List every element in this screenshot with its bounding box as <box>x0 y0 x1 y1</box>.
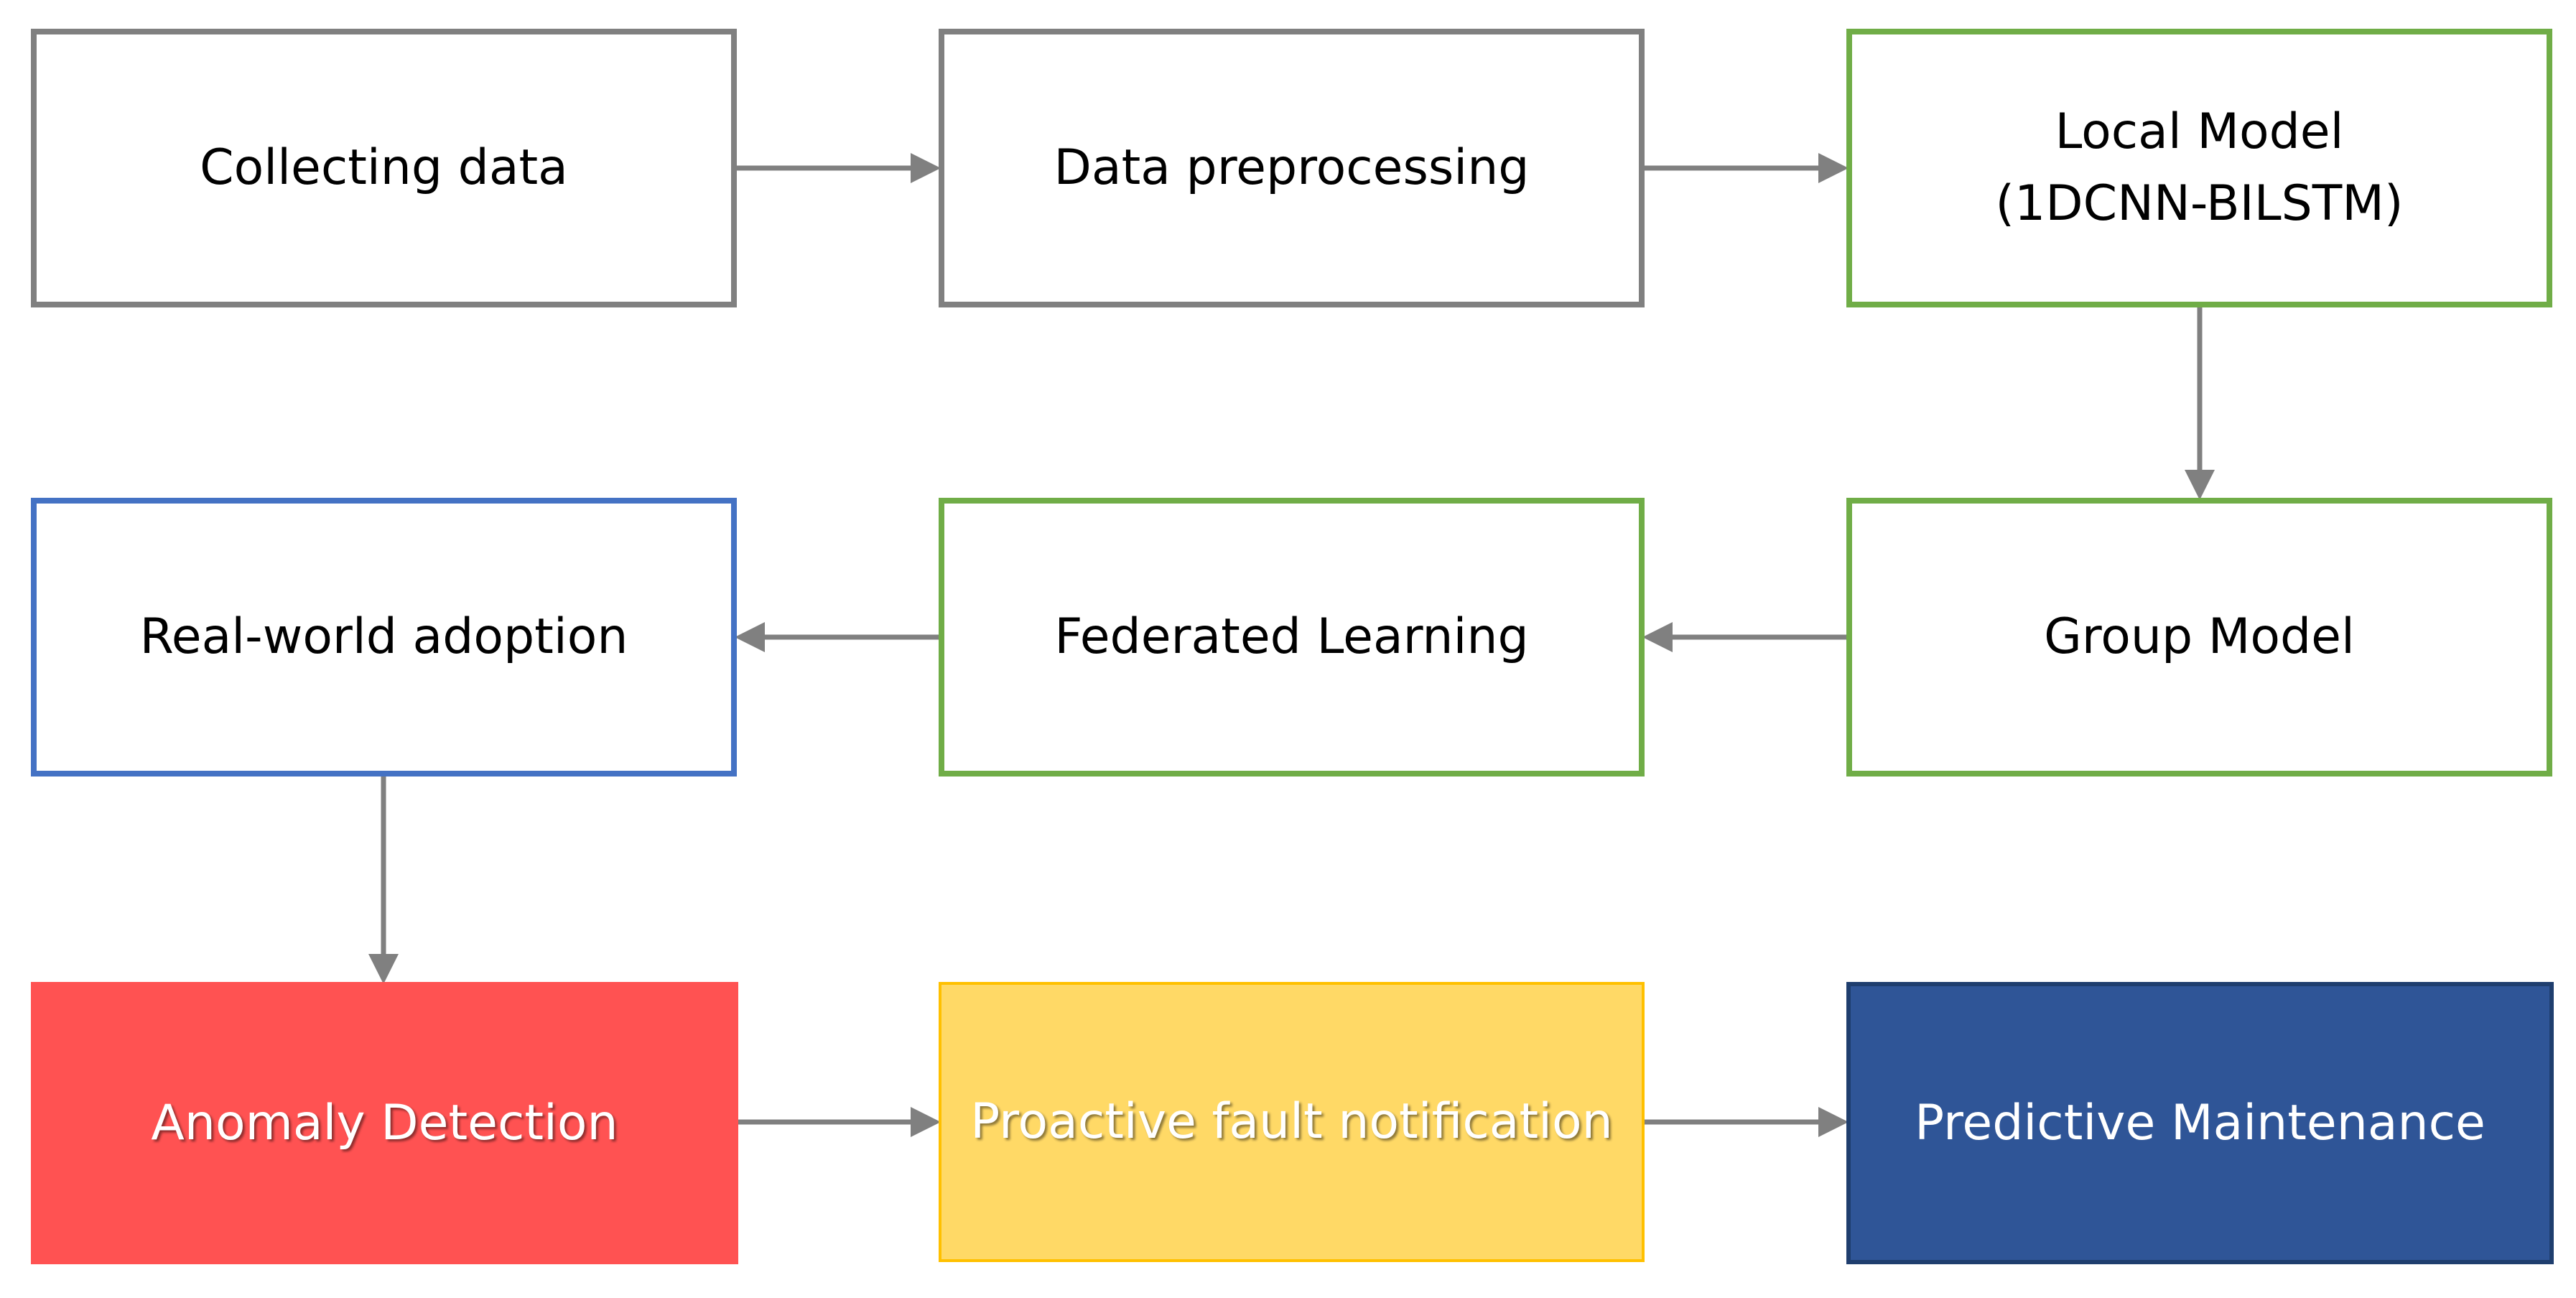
node-label: Collecting data <box>200 139 568 196</box>
node-label: Proactive fault notification <box>970 1093 1613 1150</box>
node-local-model: Local Model (1DCNN-BILSTM) <box>1846 29 2552 307</box>
node-group-model: Group Model <box>1846 498 2552 777</box>
node-label: Local Model (1DCNN-BILSTM) <box>1995 103 2404 232</box>
node-proactive-fault-notification: Proactive fault notification <box>939 982 1645 1262</box>
node-label: Anomaly Detection <box>151 1094 618 1151</box>
node-label: Real-world adoption <box>139 608 628 665</box>
node-label: Group Model <box>2044 608 2355 665</box>
node-real-world-adoption: Real-world adoption <box>31 498 737 777</box>
node-anomaly-detection: Anomaly Detection <box>31 982 738 1264</box>
node-data-preprocessing: Data preprocessing <box>939 29 1645 307</box>
node-label: Data preprocessing <box>1054 139 1530 196</box>
node-label: Federated Learning <box>1054 608 1529 665</box>
node-collecting-data: Collecting data <box>31 29 737 307</box>
node-label: Predictive Maintenance <box>1915 1094 2486 1151</box>
node-predictive-maintenance: Predictive Maintenance <box>1846 982 2554 1264</box>
node-federated-learning: Federated Learning <box>939 498 1645 777</box>
